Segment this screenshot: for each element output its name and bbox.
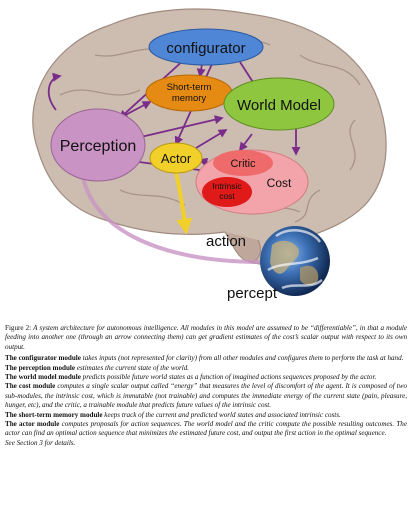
perception-heading: The perception module	[5, 363, 76, 372]
cost-text: computes a single scalar output called “…	[5, 382, 407, 410]
arrow-configurator-memory	[196, 63, 206, 78]
action-label: action	[206, 233, 246, 250]
memory-text: keeps track of the current and predicted…	[104, 410, 341, 419]
cost-heading: The cost module	[5, 382, 56, 391]
action-arrow	[174, 171, 193, 235]
actor-node: Actor	[149, 142, 203, 174]
world-model-node: World Model	[223, 77, 335, 131]
configurator-text: takes inputs (not represented for clarit…	[82, 354, 404, 363]
intrinsic-cost-line2: cost	[219, 191, 235, 201]
caption-intro: Figure 2: A system architecture for auto…	[5, 324, 407, 352]
configurator-label: configurator	[166, 40, 245, 57]
actor-description: The actor module computes proposals for …	[5, 420, 407, 439]
cost-description: The cost module computes a single scalar…	[5, 382, 407, 410]
perception-label: Perception	[60, 138, 137, 155]
perception-description: The perception module estimates the curr…	[5, 364, 407, 373]
perception-node: Perception	[50, 108, 146, 182]
figure-number: Figure 2:	[5, 324, 32, 332]
percept-label: percept	[227, 285, 278, 302]
world-model-description: The world model module predicts possible…	[5, 373, 407, 382]
arrow-world-model-critic	[238, 133, 253, 152]
earth-image	[260, 226, 330, 296]
cost-label: Cost	[267, 176, 292, 190]
architecture-diagram: configurator Short-term memory World Mod…	[32, 8, 387, 302]
actor-heading: The actor module	[5, 420, 60, 429]
intrinsic-cost-line1: Intrinsic	[212, 181, 242, 191]
world-model-label: World Model	[237, 97, 321, 114]
actor-text: computes proposals for action sequences.…	[5, 420, 407, 438]
arrow-configurator-perception-loop	[47, 72, 62, 111]
configurator-heading: The configurator module	[5, 354, 81, 363]
world-model-heading: The world model module	[5, 373, 81, 382]
critic-node	[213, 150, 273, 176]
figure-caption: Figure 2: A system architecture for auto…	[5, 324, 407, 448]
section-reference: See Section 3 for details.	[5, 438, 76, 447]
short-term-memory-node: Short-term memory	[145, 74, 233, 112]
memory-heading: The short-term memory module	[5, 410, 103, 419]
memory-label-line1: Short-term	[167, 82, 212, 93]
memory-label-line2: memory	[172, 93, 207, 104]
configurator-node: configurator	[148, 28, 264, 66]
intrinsic-cost-node	[202, 177, 252, 207]
perception-text: estimates the current state of the world…	[76, 363, 190, 372]
actor-label: Actor	[161, 151, 192, 166]
arrow-actor-world-model	[195, 129, 228, 149]
caption-summary: A system architecture for autonomous int…	[5, 324, 407, 351]
memory-description: The short-term memory module keeps track…	[5, 411, 407, 420]
percept-arrow	[80, 171, 263, 264]
configurator-description: The configurator module takes inputs (no…	[5, 354, 407, 363]
cost-module: Critic Intrinsic cost Cost	[195, 149, 309, 215]
world-model-text: predicts possible future world states as…	[82, 373, 377, 382]
critic-label: Critic	[230, 158, 256, 170]
